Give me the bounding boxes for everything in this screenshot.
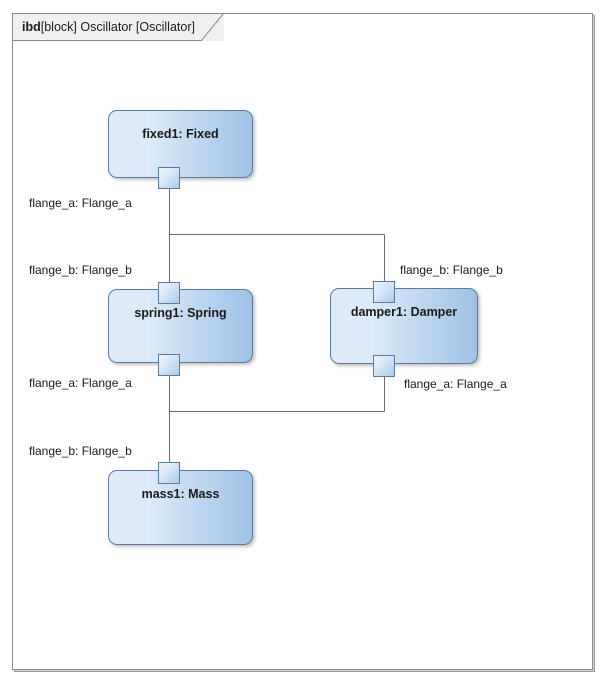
header-tab-bevel [200,14,224,42]
port-label-damper1-flange-b: flange_b: Flange_b [400,263,503,277]
block-damper1[interactable]: damper1: Damper [330,288,478,364]
port-mass1-flange-b[interactable] [158,462,180,484]
diagram-header-tab: ibd[block] Oscillator [Oscillator] [13,14,224,42]
block-fixed1[interactable]: fixed1: Fixed [108,110,253,178]
port-label-damper1-flange-a: flange_a: Flange_a [404,377,507,391]
port-spring1-flange-b[interactable] [158,282,180,304]
block-spring1[interactable]: spring1: Spring [108,289,253,363]
port-label-mass1-flange-b: flange_b: Flange_b [29,444,132,458]
port-damper1-flange-a[interactable] [373,355,395,377]
diagram-frame [12,13,593,670]
port-label-fixed1-flange-a: flange_a: Flange_a [29,196,132,210]
port-label-spring1-flange-b: flange_b: Flange_b [29,263,132,277]
block-spring1-label: spring1: Spring [134,306,227,320]
port-fixed1-flange-a[interactable] [158,167,180,189]
diagram-kind-label: ibd [22,20,41,34]
block-mass1-label: mass1: Mass [141,487,220,501]
diagram-header-text: ibd[block] Oscillator [Oscillator] [13,14,201,41]
diagram-title-label: [block] Oscillator [Oscillator] [40,20,195,34]
block-fixed1-label: fixed1: Fixed [142,127,219,141]
block-mass1[interactable]: mass1: Mass [108,470,253,545]
port-damper1-flange-b[interactable] [373,281,395,303]
port-label-spring1-flange-a: flange_a: Flange_a [29,376,132,390]
block-damper1-label: damper1: Damper [350,305,458,319]
port-spring1-flange-a[interactable] [158,354,180,376]
